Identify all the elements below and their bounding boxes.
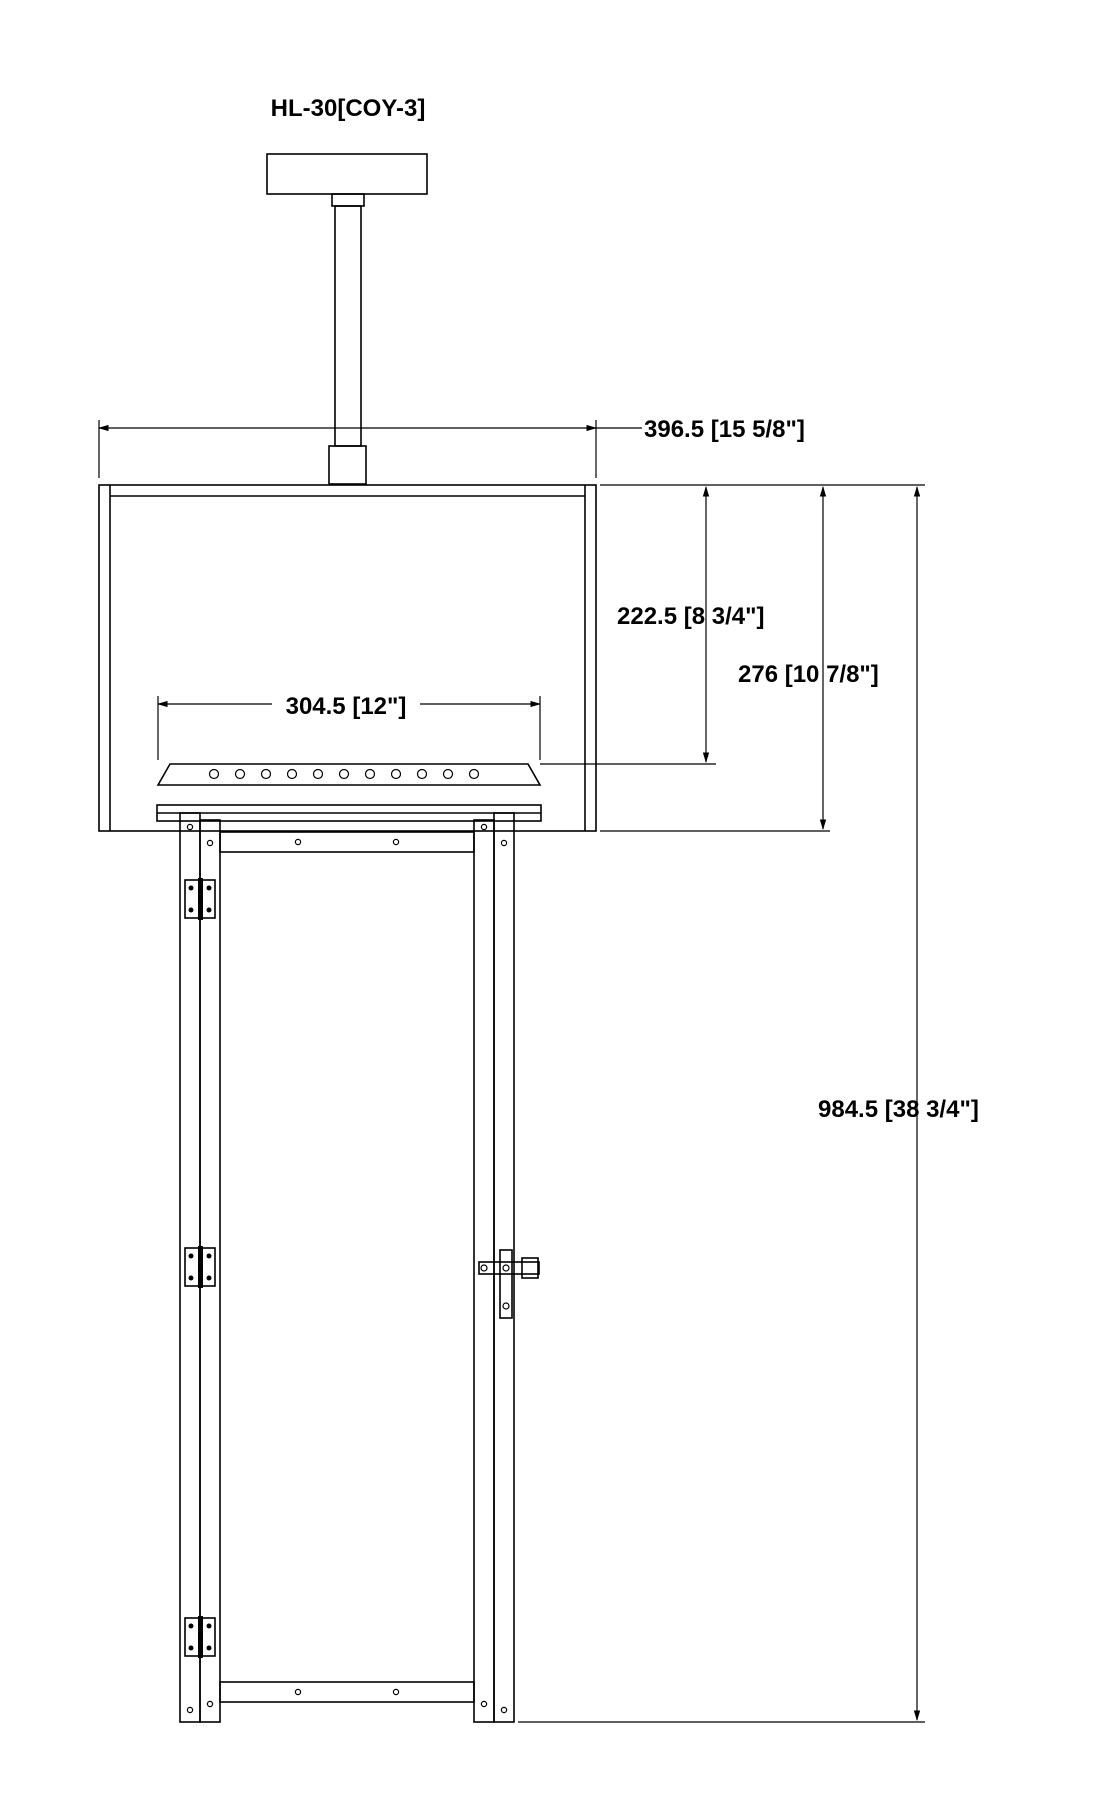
tray-hole — [260, 768, 272, 780]
tray-hole — [312, 768, 324, 780]
dim-overall-height-label: 984.5 [38 3/4"] — [818, 1096, 979, 1123]
bolt — [480, 1700, 488, 1708]
model-label: HL-30[COY-3] — [271, 95, 426, 122]
dim-hood-height-label: 276 [10 7/8"] — [738, 661, 879, 688]
tray-hole — [442, 768, 454, 780]
tray — [156, 763, 542, 822]
tray-hole — [338, 768, 350, 780]
hinges — [184, 878, 216, 1658]
bolt — [294, 838, 302, 846]
dim-tray-width — [156, 696, 542, 760]
tray-hole — [364, 768, 376, 780]
bolt — [500, 839, 508, 847]
tray-hole — [468, 768, 480, 780]
stand-frame — [179, 812, 515, 1723]
frame-bolts — [186, 823, 508, 1714]
bolt — [294, 1688, 302, 1696]
hinge-icon — [184, 1616, 216, 1658]
dim-overall-width-label: 396.5 [15 5/8"] — [644, 416, 805, 443]
ceiling-mount — [266, 153, 428, 485]
bolt — [206, 839, 214, 847]
bolt — [206, 1700, 214, 1708]
bolt — [500, 1706, 508, 1714]
bolt — [392, 838, 400, 846]
tray-hole — [208, 768, 220, 780]
tray-holes — [208, 768, 480, 780]
bolt — [480, 823, 488, 831]
tray-hole — [416, 768, 428, 780]
latch-icon — [478, 1249, 540, 1319]
dim-tray-width-label: 304.5 [12"] — [286, 693, 407, 720]
bolt — [186, 1706, 194, 1714]
extension-lines — [518, 484, 925, 1723]
hinge-icon — [184, 1246, 216, 1288]
tray-hole — [390, 768, 402, 780]
dim-overall-width — [97, 420, 642, 478]
hinge-icon — [184, 878, 216, 920]
bolt — [186, 823, 194, 831]
tray-hole — [286, 768, 298, 780]
bolt — [392, 1688, 400, 1696]
dim-inner-height-label: 222.5 [8 3/4"] — [617, 603, 764, 630]
tray-hole — [234, 768, 246, 780]
hood-box — [98, 484, 597, 832]
